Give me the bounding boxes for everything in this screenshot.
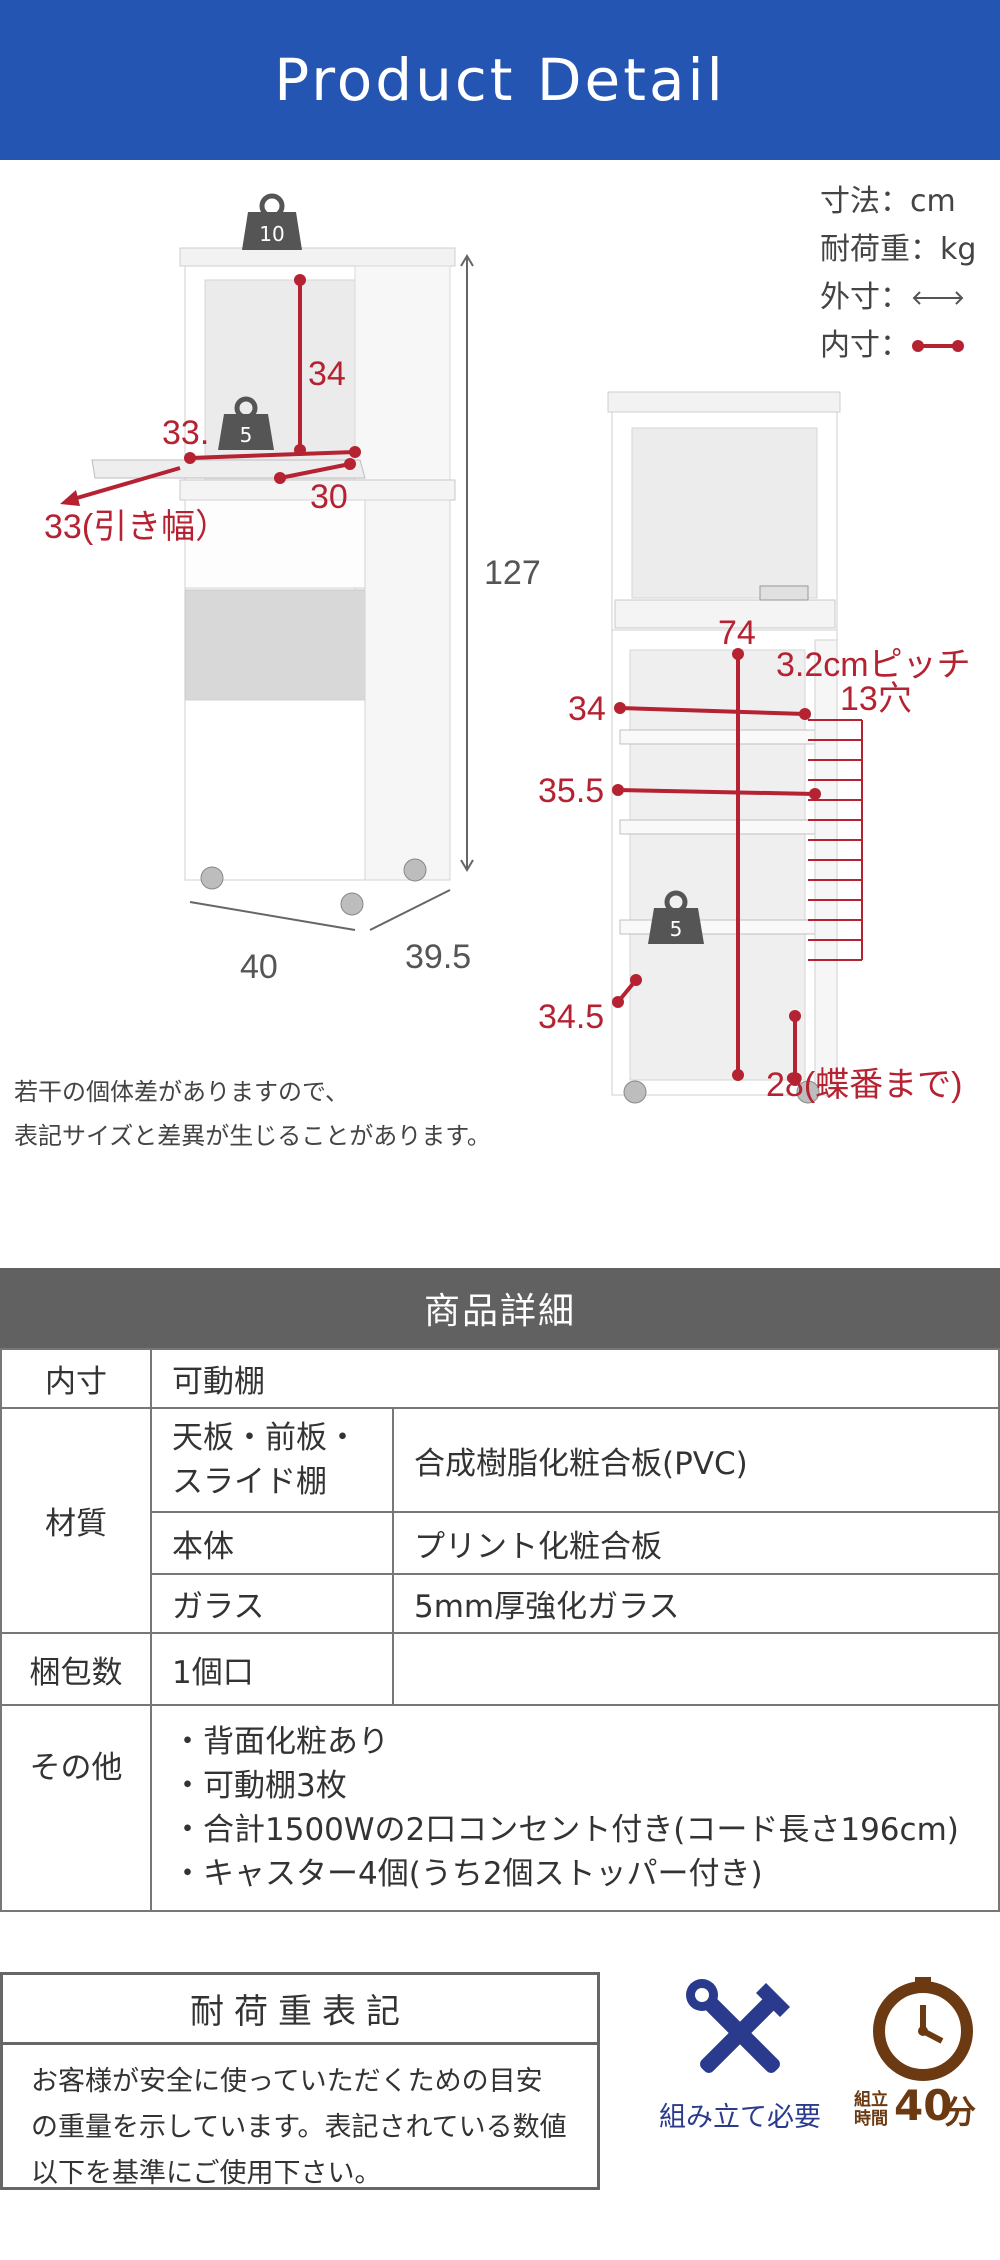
pack-empty	[392, 1632, 1000, 1706]
dim-pitch: 3.2cmピッチ	[776, 646, 971, 684]
dim-depth: 39.5	[405, 938, 471, 976]
right-inner-dims	[612, 648, 821, 1086]
dim-bottom-width: 34.5	[538, 998, 604, 1036]
dim-inner-top: 34	[308, 355, 346, 393]
table-row: 内寸 可動棚	[0, 1348, 1000, 1409]
pack-value: 1個口	[150, 1632, 394, 1706]
weight-icon-shelf: 5	[648, 890, 704, 944]
material-glass-sub: ガラス	[150, 1573, 394, 1634]
weight-slide-value: 5	[240, 423, 253, 447]
dimension-legend: 寸法：cm 耐荷重：kg 外寸： 内寸：	[820, 178, 976, 370]
dim-slide-width: 30	[310, 478, 348, 516]
product-dimension-figure: 10 5 34 33. 30 33(引き幅）	[0, 160, 1000, 1160]
assembly-caption: 組み立て必要	[659, 2102, 821, 2133]
note-line-1: 若干の個体差がありますので、	[14, 1078, 350, 1106]
material-body-sub: 本体	[150, 1511, 394, 1575]
material-glass-value: 5mm厚強化ガラス	[392, 1573, 1000, 1634]
stopwatch-icon	[873, 1977, 973, 2081]
tools-icon	[686, 1979, 790, 2073]
material-top-value: 合成樹脂化粧合板(PVC)	[392, 1407, 1000, 1513]
list-item: ・背面化粧あり	[172, 1724, 389, 1760]
page-header: Product Detail	[0, 0, 1000, 160]
left-inner-dims	[60, 274, 361, 506]
assembly-time-label: 組立 時間	[854, 2091, 888, 2129]
legend-load: 耐荷重：kg	[820, 232, 977, 267]
legend-outer: 外寸：	[820, 274, 976, 322]
material-label: 材質	[0, 1407, 152, 1634]
legend-unit: 寸法：cm	[820, 184, 956, 219]
other-list: ・背面化粧あり ・可動棚3枚 ・合計1500Wの2口コンセント付き(コード長さ1…	[172, 1720, 978, 1896]
variance-note: 若干の個体差がありますので、 表記サイズと差異が生じることがあります。	[14, 1070, 491, 1158]
note-line-2: 表記サイズと差異が生じることがあります。	[14, 1122, 491, 1150]
legend-inner-label: 内寸：	[820, 328, 910, 363]
dim-width: 40	[240, 948, 278, 986]
load-rating-box: 耐荷重表記 お客様が安全に使っていただくための目安の重量を示しています。表記され…	[0, 1972, 600, 2190]
cabinet-illustration: 10 5 34 33. 30 33(引き幅）	[44, 193, 971, 1104]
dim-hinge: 28(蝶番まで)	[766, 1066, 962, 1104]
double-arrow-icon	[912, 291, 964, 305]
weight-icon-top: 10	[242, 193, 302, 250]
table-row: 材質 天板・前板・スライド棚 合成樹脂化粧合板(PVC)	[0, 1407, 1000, 1634]
weight-top-value: 10	[259, 222, 284, 246]
list-item: ・キャスター4個(うち2個ストッパー付き)	[172, 1856, 763, 1892]
assembly-required: 組み立て必要	[640, 1975, 840, 2135]
legend-inner: 内寸：	[820, 322, 976, 370]
dim-height: 127	[484, 554, 541, 592]
dim-holes: 13穴	[840, 680, 912, 718]
table-row: ガラス 5mm厚強化ガラス	[1, 1573, 1000, 1634]
dim-shelf-width-2: 35.5	[538, 772, 604, 810]
table-row: 梱包数 1個口	[0, 1632, 1000, 1706]
list-item: ・可動棚3枚	[172, 1768, 347, 1804]
inner-dimension-icon	[912, 340, 964, 352]
inner-value: 可動棚	[150, 1348, 1000, 1409]
dim-slide-pull: 33(引き幅）	[44, 508, 229, 546]
dim-shelf-width-1: 34	[568, 690, 606, 728]
load-rating-title: 耐荷重表記	[3, 1975, 597, 2045]
assembly-time-unit: 分	[944, 2093, 977, 2131]
time-label-2: 時間	[854, 2109, 888, 2129]
spec-title: 商品詳細	[0, 1268, 1000, 1348]
page-title: Product Detail	[274, 46, 726, 114]
table-row: 本体 プリント化粧合板	[1, 1511, 1000, 1575]
left-outer-dims	[189, 254, 474, 931]
pack-label: 梱包数	[0, 1632, 152, 1706]
dim-slide-depth: 33.	[162, 414, 209, 452]
legend-outer-label: 外寸：	[820, 280, 910, 315]
material-body-value: プリント化粧合板	[392, 1511, 1000, 1575]
other-label: その他	[0, 1704, 152, 1912]
left-cabinet	[91, 247, 456, 916]
other-value: ・背面化粧あり ・可動棚3枚 ・合計1500Wの2口コンセント付き(コード長さ1…	[150, 1704, 1000, 1912]
assembly-time-value: 40	[894, 2081, 953, 2130]
time-label-1: 組立	[854, 2090, 888, 2110]
load-rating-body: お客様が安全に使っていただくための目安の重量を示しています。表記されている数値以…	[31, 2066, 567, 2189]
weight-shelf-value: 5	[670, 917, 683, 941]
list-item: ・合計1500Wの2口コンセント付き(コード長さ196cm)	[172, 1812, 959, 1848]
spec-section: 商品詳細 内寸 可動棚 材質 天板・前板・スライド棚 合成樹脂化粧合板(PVC)…	[0, 1268, 1000, 1912]
table-row: その他 ・背面化粧あり ・可動棚3枚 ・合計1500Wの2口コンセント付き(コー…	[0, 1704, 1000, 1912]
right-cabinet	[607, 391, 841, 1104]
weight-icon-slide: 5	[218, 396, 274, 450]
dim-inner-height: 74	[718, 614, 756, 652]
material-top-sub: 天板・前板・スライド棚	[150, 1407, 394, 1513]
spec-table: 内寸 可動棚 材質 天板・前板・スライド棚 合成樹脂化粧合板(PVC) 本体 プ…	[0, 1348, 1000, 1912]
assembly-time: 組立 時間 40 分	[846, 1975, 1000, 2135]
shelf-pitch-bracket	[808, 719, 863, 961]
inner-label: 内寸	[0, 1348, 152, 1409]
